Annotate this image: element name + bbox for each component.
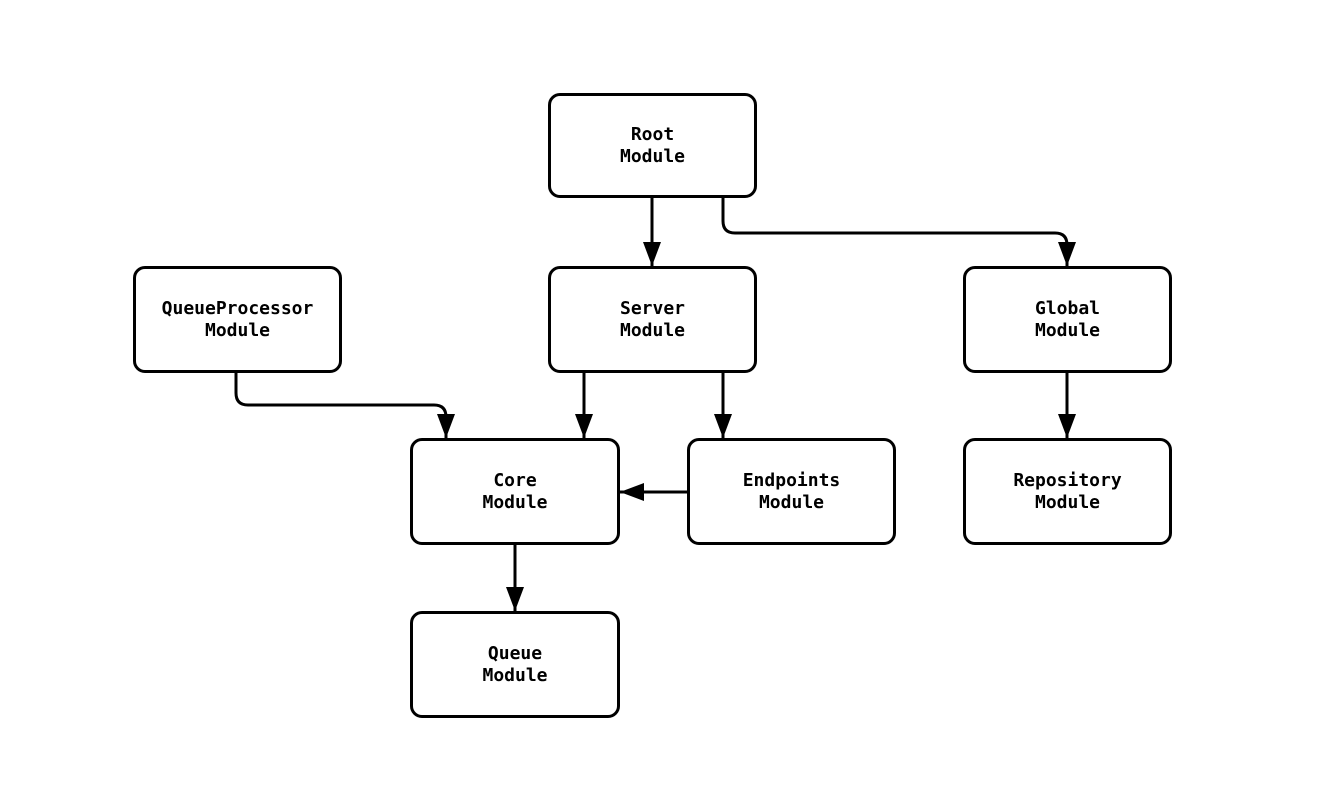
node-label-line: Module <box>619 145 686 167</box>
node-label-line: Repository <box>1013 469 1122 491</box>
node-label-line: Module <box>1034 491 1101 513</box>
node-label-line: Endpoints <box>742 469 841 491</box>
node-label-line: Module <box>758 491 824 513</box>
node-label-line: Module <box>482 664 548 686</box>
node-label-line: Module <box>204 319 271 341</box>
node-label-line: Queue <box>487 642 543 664</box>
edge-queueprocessor-core <box>234 373 455 438</box>
node-label-line: QueueProcessor <box>161 297 314 319</box>
node-label-line: Module <box>1034 319 1101 341</box>
node-label-line: Core <box>493 469 537 491</box>
node-label-line: Root <box>630 123 675 145</box>
node-label-line: Module <box>619 319 686 341</box>
node-label-line: Global <box>1034 297 1101 319</box>
node-label-line: Module <box>482 491 548 513</box>
node-label-line: Server <box>619 297 686 319</box>
edge-root-global <box>721 198 1076 266</box>
